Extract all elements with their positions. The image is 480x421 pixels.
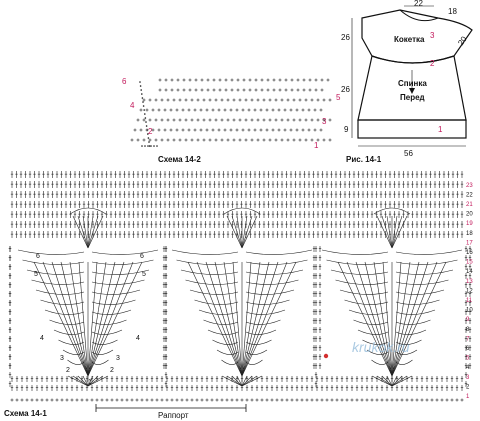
chain-dot xyxy=(148,141,150,143)
row-number: 7 xyxy=(466,336,470,342)
row-number: 14 xyxy=(466,269,473,275)
row-number: 5 xyxy=(466,356,470,362)
lace-motif xyxy=(162,207,322,387)
row-number: 10 xyxy=(466,308,473,314)
lace-motif xyxy=(312,207,472,387)
neckline xyxy=(399,9,439,22)
chain-dot xyxy=(153,145,155,147)
row-number: 23 xyxy=(466,183,473,189)
schema-14-2-row-3: 3 xyxy=(322,117,327,126)
row-number: 6 xyxy=(466,346,470,352)
row-number: 11 xyxy=(466,298,473,304)
garment-outline-figure: 22 18 20 26 26 9 56 Кокетка 3 2 Спинка П… xyxy=(341,0,473,164)
chain-dot xyxy=(150,145,152,147)
schema-14-2-grid xyxy=(130,78,332,147)
chain-dot xyxy=(141,145,143,147)
motif-number: 4 xyxy=(136,335,140,342)
row-number: 21 xyxy=(466,202,473,208)
motif-number: 3 xyxy=(60,355,64,362)
schema-14-2-row-2: 2 xyxy=(148,127,153,136)
chain-dot xyxy=(147,145,149,147)
motif-number: 2 xyxy=(66,367,70,374)
motif-number: 5 xyxy=(142,271,146,278)
row-number: 15 xyxy=(466,260,473,266)
chain-dot xyxy=(142,105,145,107)
row-number: 13 xyxy=(466,279,473,285)
dim-neck-width: 22 xyxy=(414,0,423,8)
chain-dot xyxy=(156,145,158,147)
row-number: 19 xyxy=(466,221,473,227)
row-number: 4 xyxy=(466,365,470,371)
chain-dot xyxy=(148,145,151,147)
chain-dot xyxy=(139,81,141,83)
chain-dot xyxy=(145,125,148,127)
part-number-2: 2 xyxy=(430,59,435,68)
chain-dot xyxy=(142,101,144,103)
dim-body-height: 26 xyxy=(341,85,350,94)
chain-dot xyxy=(139,85,142,87)
schema-14-2-row-4: 4 xyxy=(130,101,135,110)
chain-dot xyxy=(144,145,146,147)
schema-14-1: Схема 14-1 Раппорт 123456789101112131415… xyxy=(4,171,473,420)
schema-14-2: Схема 14-2 6 4 2 5 3 1 xyxy=(122,77,341,164)
motif-number: 3 xyxy=(116,355,120,362)
row-number: 22 xyxy=(466,192,473,198)
schema-14-2-caption: Схема 14-2 xyxy=(158,155,201,164)
schema-14-2-row-5: 5 xyxy=(336,93,341,102)
lace-motif xyxy=(8,207,168,387)
dim-yoke-height: 26 xyxy=(341,33,350,42)
repeat-label: Раппорт xyxy=(158,411,189,420)
start-marker xyxy=(323,353,329,359)
figure-14-1-caption: Рис. 14-1 xyxy=(346,155,382,164)
row-number: 17 xyxy=(466,240,473,246)
chain-dot xyxy=(146,129,148,131)
chain-dot xyxy=(141,97,144,99)
body-label-front: Перед xyxy=(400,93,425,102)
chain-dot xyxy=(143,109,145,111)
row-number: 20 xyxy=(466,212,473,218)
row-number: 3 xyxy=(466,375,470,381)
part-number-3: 3 xyxy=(430,31,435,40)
dim-shoulder: 18 xyxy=(448,7,457,16)
chain-dot xyxy=(147,137,150,139)
row-number: 2 xyxy=(466,384,470,390)
watermark: krukok.ru xyxy=(352,339,410,355)
motif-number: 5 xyxy=(34,271,38,278)
schema-14-1-caption: Схема 14-1 xyxy=(4,409,47,418)
chain-dot xyxy=(141,93,143,95)
dim-hem-height: 9 xyxy=(344,125,349,134)
chain-dot xyxy=(147,133,149,135)
chain-dot xyxy=(144,113,146,115)
schema-14-2-row-6: 6 xyxy=(122,77,127,86)
row-number: 16 xyxy=(466,250,473,256)
chain-dot xyxy=(144,117,147,119)
chain-dot xyxy=(145,121,147,123)
row-number: 18 xyxy=(466,231,473,237)
motif-number: 2 xyxy=(110,367,114,374)
row-number: 8 xyxy=(466,327,470,333)
motif-number: 6 xyxy=(140,253,144,260)
chain-dot xyxy=(140,89,142,91)
dim-bottom-width: 56 xyxy=(404,149,413,158)
hem-outline xyxy=(357,119,467,139)
motif-number: 4 xyxy=(40,335,44,342)
schema-14-1-stitches xyxy=(8,171,468,402)
body-outline xyxy=(357,55,467,121)
yoke-label: Кокетка xyxy=(394,35,425,44)
schema-14-2-row-1: 1 xyxy=(314,141,319,150)
row-number: 1 xyxy=(466,394,470,400)
motif-number: 6 xyxy=(36,253,40,260)
row-number: 9 xyxy=(466,317,470,323)
row-number: 12 xyxy=(466,288,473,294)
part-number-1: 1 xyxy=(438,125,443,134)
body-label-back: Спинка xyxy=(398,79,427,88)
